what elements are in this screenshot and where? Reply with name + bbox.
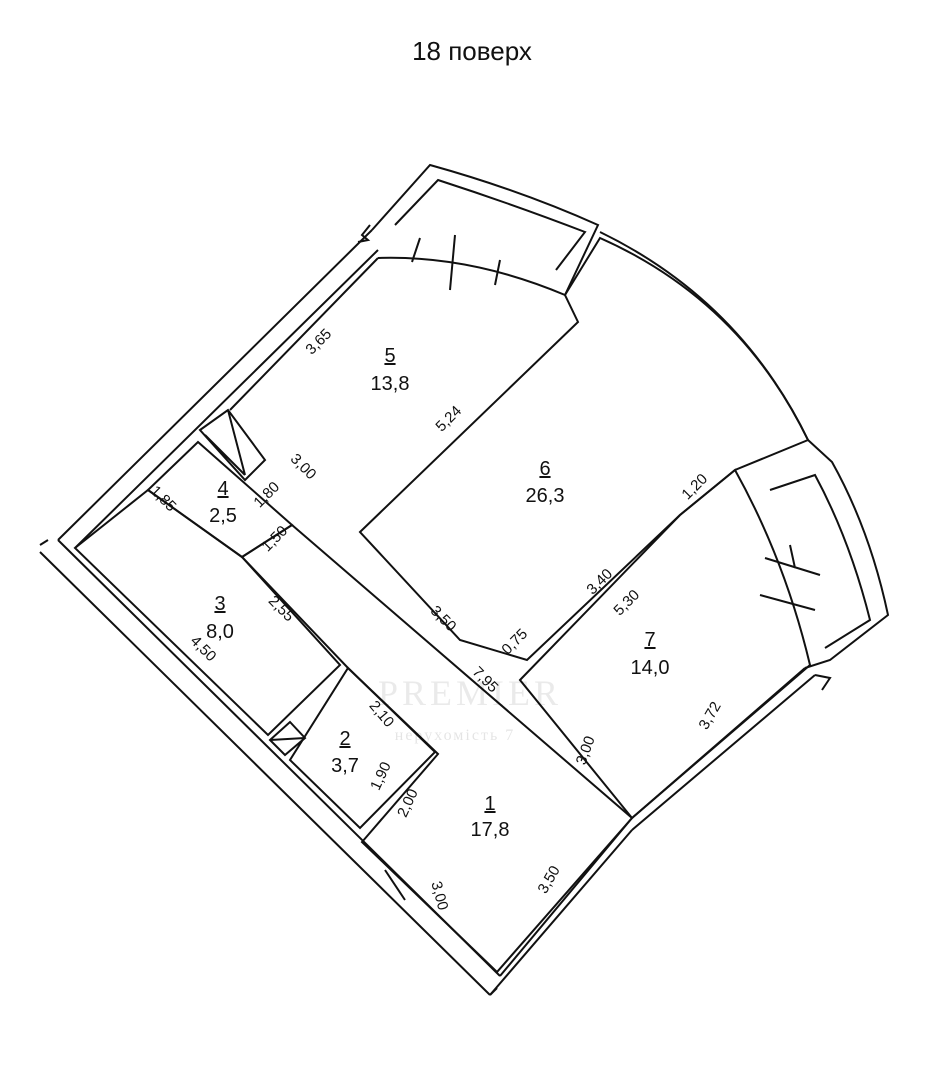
dimension: 2,00 xyxy=(394,786,422,820)
room-number: 7 xyxy=(644,629,655,651)
outer-walls xyxy=(39,163,890,996)
room-area: 26,3 xyxy=(526,485,565,507)
room-area: 17,8 xyxy=(471,819,510,841)
dimension: 3,50 xyxy=(427,602,460,635)
watermark-subtitle: нерухомість 7 xyxy=(395,727,516,744)
room-number: 2 xyxy=(339,728,350,750)
dimension: 3,00 xyxy=(287,450,320,483)
windows xyxy=(384,234,821,901)
room-5-outline xyxy=(229,257,379,411)
floor-title: 18 поверх xyxy=(412,36,532,66)
dimension: 3,00 xyxy=(573,734,599,767)
dimension: 1,20 xyxy=(678,470,711,503)
dimension: 5,24 xyxy=(432,402,465,435)
dimension: 3,00 xyxy=(427,880,451,913)
room-4-outline xyxy=(146,440,294,559)
room-area: 2,5 xyxy=(209,505,237,527)
shafts xyxy=(198,408,307,757)
room-area: 8,0 xyxy=(206,621,234,643)
dimension: 5,30 xyxy=(610,586,643,619)
room-labels: 1 17,8 2 3,7 3 8,0 4 2,5 5 13,8 6 26,3 7… xyxy=(206,345,669,841)
room-number: 1 xyxy=(484,793,495,815)
room-3-outline xyxy=(73,488,342,737)
dimension: 1,90 xyxy=(367,759,395,793)
dimension: 1,80 xyxy=(250,478,283,511)
dimension: 3,50 xyxy=(534,863,563,897)
room-7-outline xyxy=(518,468,812,820)
room-2-outline xyxy=(288,666,437,830)
room-area: 13,8 xyxy=(371,373,410,395)
room-number: 5 xyxy=(384,345,395,367)
dimension: 3,40 xyxy=(583,565,616,598)
dimension: 2,55 xyxy=(265,592,298,625)
dimension: 3,72 xyxy=(695,699,724,733)
dimension: 1,50 xyxy=(258,522,291,555)
room-area: 14,0 xyxy=(631,657,670,679)
room-6-outline xyxy=(358,236,810,662)
room-area: 3,7 xyxy=(331,755,359,777)
room-number: 4 xyxy=(217,478,228,500)
room-number: 6 xyxy=(539,458,550,480)
watermark-brand: PREMIER xyxy=(378,673,562,713)
room-number: 3 xyxy=(214,593,225,615)
